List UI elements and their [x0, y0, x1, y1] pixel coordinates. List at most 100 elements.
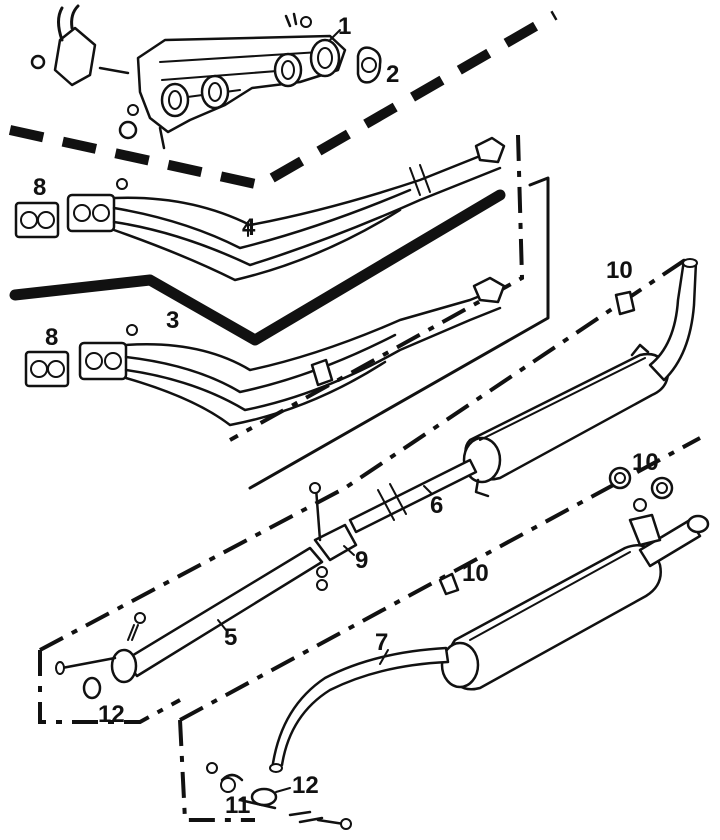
- exhaust-manifold: [30, 4, 347, 150]
- gasket-8-lower-hole-2: [47, 360, 65, 378]
- pipe-3-tube-c: [124, 333, 397, 394]
- manifold-nut-top: [284, 12, 298, 28]
- manifold-port-3-inner: [208, 82, 222, 102]
- manifold-nut-mid: [127, 104, 139, 116]
- gasket-8-upper-hole-2: [37, 211, 55, 229]
- callout-11: 11: [225, 792, 250, 819]
- connector-9-nut: [316, 566, 328, 578]
- boundary-solid-heavy: [9, 189, 506, 346]
- mount-10-ring-right: [650, 476, 674, 500]
- manifold-washer-left: [30, 54, 46, 70]
- center-muffler-seam: [479, 357, 646, 441]
- connector-9: [309, 482, 358, 591]
- callout-12-lower: 12: [292, 772, 319, 799]
- mount-10-top: [614, 290, 636, 316]
- manifold-stud-bolt: [98, 66, 130, 75]
- callout-10-lower: 10: [462, 560, 489, 587]
- mount-10-ring-left-hole: [614, 472, 626, 484]
- callout-6-leader: [423, 485, 433, 495]
- clamp-11-bolt: [238, 798, 277, 810]
- rear-muffler-tailpipe: [638, 518, 702, 568]
- pipe-5-nut: [134, 612, 146, 624]
- callout-10-top: 10: [606, 257, 633, 284]
- pipe-3-flange-hole-2: [104, 352, 122, 370]
- callout-9-leader: [343, 545, 355, 556]
- flange-gasket-upper: [14, 201, 60, 239]
- mount-10-ring-small: [633, 498, 647, 512]
- callout-2: 2: [386, 61, 399, 88]
- pipe-3-tube-a: [124, 288, 497, 372]
- mount-10-ring-right-hole: [656, 482, 668, 494]
- boundary-dashed-upper: [8, 10, 558, 191]
- clamp-11-u-bolt: [220, 773, 244, 782]
- connector-9-bolt-head: [309, 482, 321, 494]
- pipe-4-tube-a: [112, 148, 497, 227]
- boundary-dashdot-pipe-section: [38, 256, 690, 724]
- outlet-pipe-end: [682, 258, 698, 268]
- manifold-washer-top: [300, 16, 312, 28]
- rear-tailpipe-end: [686, 514, 710, 534]
- pipe-3-flange-hole-1: [85, 352, 103, 370]
- callout-8-lower: 8: [45, 324, 58, 351]
- manifold-stud-lower: [158, 126, 166, 150]
- front-pipe-upper: [66, 136, 506, 282]
- callout-12-left: 12: [98, 701, 125, 728]
- pipe-4-tube-b: [112, 166, 502, 267]
- connector-9-washer: [316, 579, 328, 591]
- clamp-11-screws: [288, 810, 324, 824]
- pipe-3-end-flange: [472, 276, 506, 304]
- callout-10-right: 10: [632, 449, 659, 476]
- pipe-5-bolt-head: [55, 661, 65, 675]
- center-muffler-assembly: [348, 258, 698, 534]
- manifold-port-4-inner: [168, 90, 182, 110]
- pipe-4-end-flange: [474, 136, 506, 164]
- pipe-3-tube-b: [124, 306, 502, 412]
- rear-muffler-bracket: [628, 513, 662, 547]
- manifold-gasket: [356, 46, 382, 84]
- pipe-4-flange-hole-1: [73, 204, 91, 222]
- mount-10-lower: [438, 572, 460, 596]
- manifold-port-2-inner: [281, 60, 295, 80]
- pipe-5-gasket: [82, 676, 102, 700]
- connector-9-body: [313, 523, 358, 562]
- callout-1: 1: [338, 13, 351, 40]
- gasket-2-body: [356, 46, 382, 84]
- pipe-4-tube-c: [112, 188, 412, 250]
- callout-9: 9: [355, 547, 368, 574]
- callout-5: 5: [224, 624, 237, 651]
- tail-pipe-7-end: [269, 763, 283, 773]
- clamp-parts: [206, 762, 352, 830]
- pipe-4-break-mark: [409, 164, 431, 196]
- callout-7-leader: [379, 649, 389, 665]
- clamp-bolt-rear: [316, 818, 346, 826]
- mid-pipe-6-break: [377, 483, 407, 521]
- rear-muffler-assembly: [269, 513, 710, 773]
- boundary-solid-right: [248, 176, 550, 490]
- rear-muffler-front-face: [440, 641, 480, 689]
- pipe-5-spring: [127, 624, 139, 641]
- pipe-4-flange-hole-2: [92, 204, 110, 222]
- manifold-port-4: [160, 82, 190, 118]
- mount-10-ring-left: [608, 466, 632, 490]
- callout-1-leader: [329, 29, 341, 41]
- callouts: 1 2 8 4 10 8 3 10 6 9 10 5 7 12 12 11: [33, 13, 659, 819]
- manifold-nut-lower: [118, 120, 138, 140]
- pipe-4-stud: [116, 178, 128, 190]
- manifold-shield-hose: [57, 4, 80, 42]
- manifold-port-3: [200, 74, 230, 110]
- manifold-port-2: [273, 52, 303, 88]
- tail-pipe-7: [270, 646, 450, 772]
- clamp-11-nut-b: [206, 762, 218, 774]
- connector-9-bolt: [314, 486, 322, 542]
- rear-muffler-seam: [469, 551, 631, 641]
- callout-3: 3: [166, 307, 179, 334]
- manifold-port-1-inner: [317, 47, 333, 69]
- manifold-port-1: [309, 38, 341, 78]
- mid-pipe-6: [348, 458, 478, 534]
- callout-4: 4: [242, 214, 256, 241]
- pipe-3-clamp: [310, 358, 334, 387]
- rubber-mounts: [438, 290, 674, 596]
- pipe-3-tube-d: [124, 360, 387, 427]
- clamp-bolt-rear-head: [340, 818, 352, 830]
